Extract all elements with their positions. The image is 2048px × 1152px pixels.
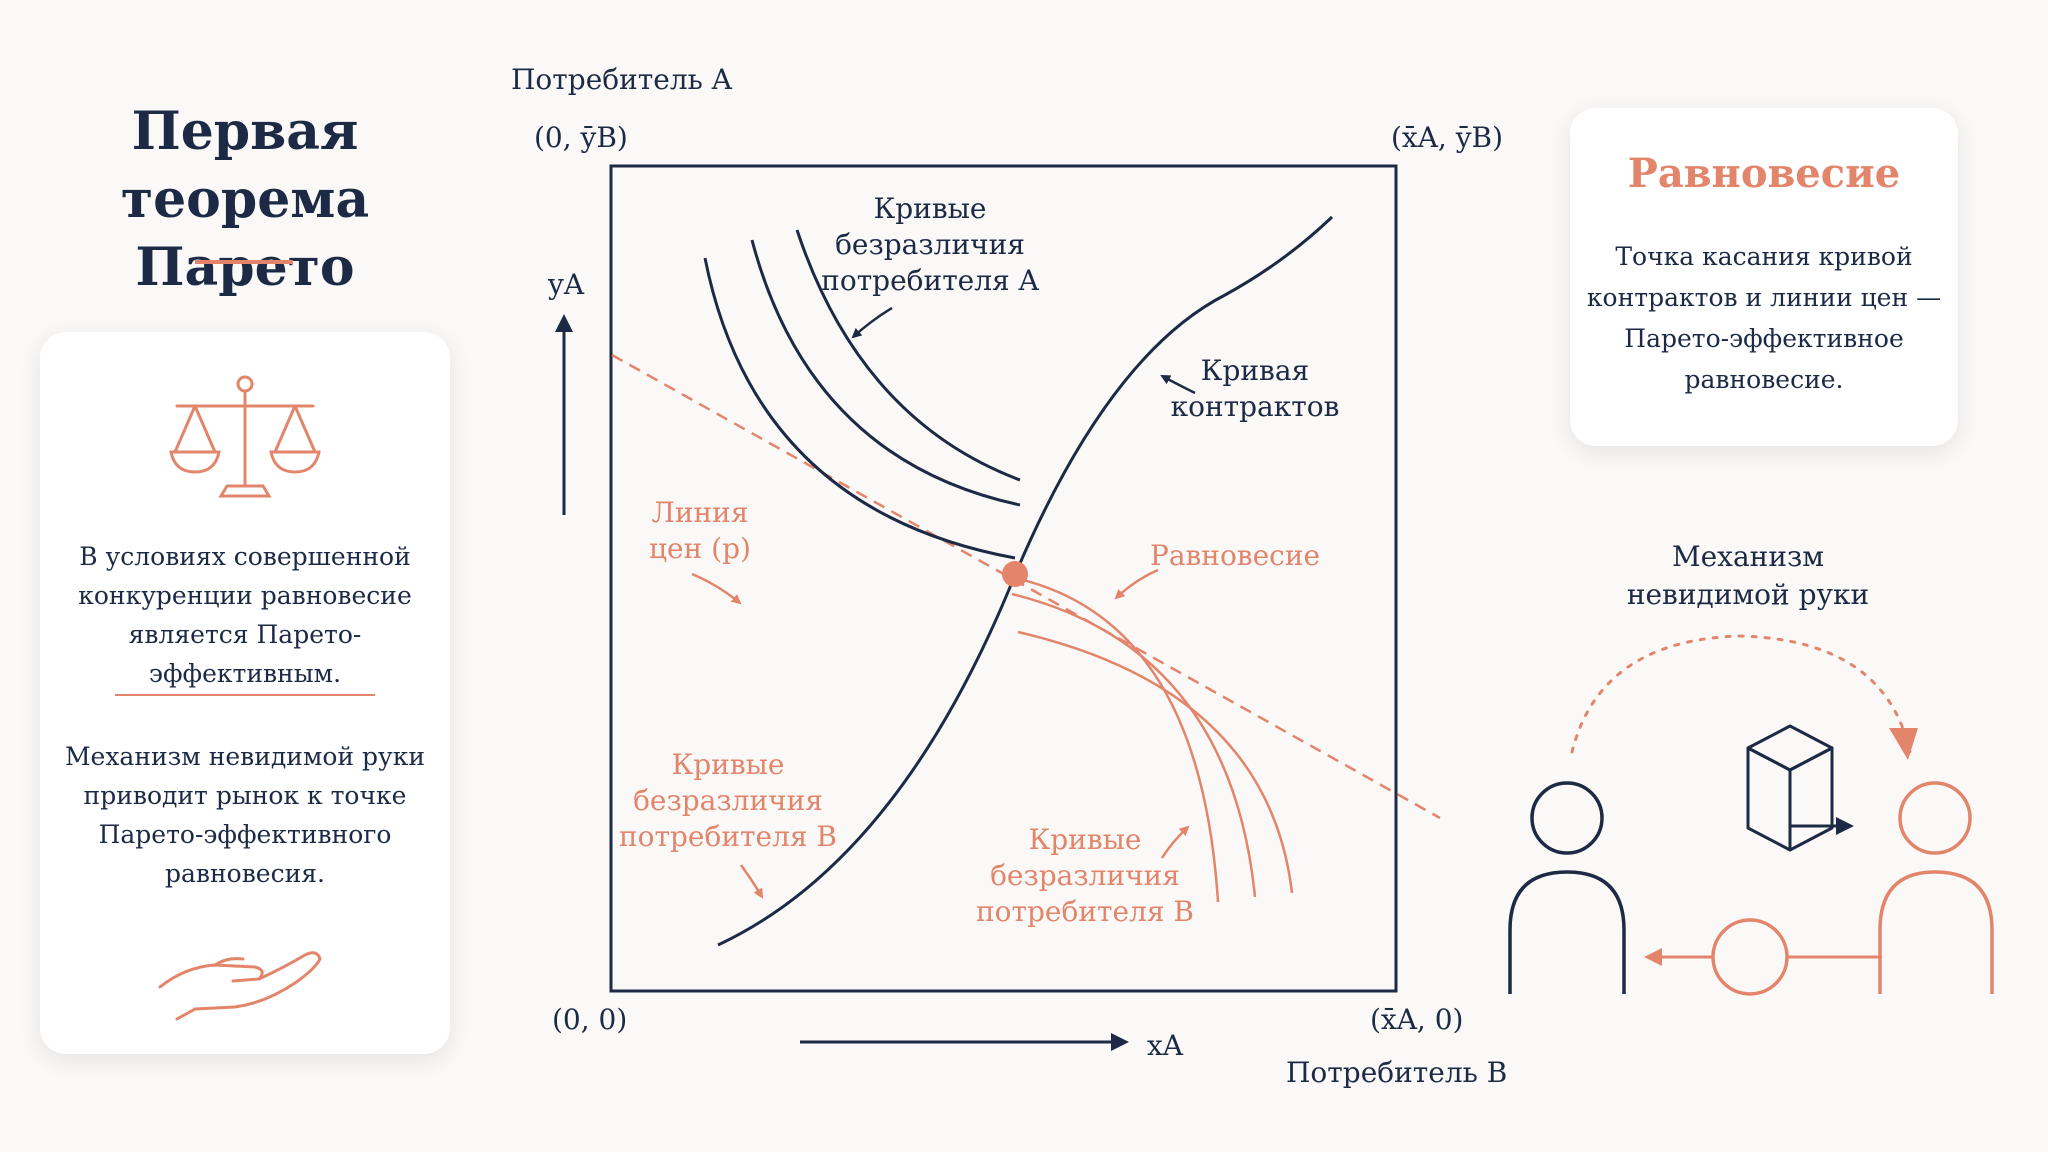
corner-top-right-label: (x̄A, ȳB) [1391, 121, 1504, 154]
invisible-hand-title-line-1: Механизм [1671, 540, 1825, 573]
consumer-b-label: Потребитель B [1286, 1056, 1508, 1089]
equilibrium-card-text-line-4: равновесие. [1684, 365, 1844, 394]
y-axis-label: yA [548, 268, 585, 301]
indiff-b-right-label-line-2: безразличия [990, 859, 1180, 892]
title-underline [195, 260, 293, 264]
summary-text-2: Механизм невидимой руки приводит рынок к… [40, 737, 450, 893]
contract-curve-label-line-2: контрактов [1170, 390, 1340, 423]
corner-bottom-left-label: (0, 0) [552, 1003, 628, 1036]
summary-text-2-line-3: Парето-эффективного [98, 820, 392, 849]
consumer-a-label: Потребитель A [511, 63, 732, 96]
indiff-b-left-label: Кривые безразличия потребителя B [618, 747, 838, 855]
summary-text-2-line-2: приводит рынок к точке [83, 781, 407, 810]
person-seller-icon [1878, 781, 1994, 994]
summary-divider [115, 694, 375, 696]
indiff-a-curve-3 [795, 229, 1021, 482]
price-line-label: Линия цен (p) [620, 495, 780, 567]
page-title: Первая теорема Парето [30, 98, 460, 302]
open-hand-icon [158, 951, 322, 1021]
person-buyer-icon [1508, 781, 1626, 994]
equilibrium-card-text: Точка касания кривой контрактов и линии … [1570, 236, 1958, 400]
invisible-hand-illustration [1508, 634, 1994, 996]
summary-text-1: В условиях совершенной конкуренции равно… [40, 537, 450, 693]
title-line-2: Парето [135, 237, 355, 298]
indiff-a-label-line-1: Кривые [873, 192, 987, 225]
coin-icon [1711, 918, 1789, 996]
price-line-label-line-2: цен (p) [649, 532, 751, 565]
equilibrium-arrow [1114, 568, 1159, 600]
dotted-arc-arrowhead [1889, 728, 1918, 760]
x-axis-label: xA [1147, 1029, 1184, 1062]
indifference-curves-a [703, 229, 1021, 560]
edgeworth-box-frame [609, 164, 1398, 993]
indiff-a-label-line-3: потребителя A [821, 264, 1039, 297]
indiff-a-arrow [851, 306, 893, 339]
indiff-a-label: Кривые безразличия потребителя A [800, 191, 1060, 299]
price-line [611, 353, 1441, 820]
equilibrium-card-title: Равновесие [1627, 150, 1901, 197]
contract-curve-label: Кривая контрактов [1160, 353, 1350, 425]
indiff-b-curve-2 [1011, 592, 1257, 898]
indiff-a-curve-1 [703, 257, 1016, 560]
summary-text-1-line-2: конкуренции равновесие [78, 581, 412, 610]
indiff-a-curve-2 [750, 239, 1021, 507]
equilibrium-card: Равновесие Точка касания кривой контракт… [1570, 108, 1958, 446]
price-line-arrow [691, 572, 742, 605]
summary-text-1-line-3: является Парето-эффективным. [128, 620, 362, 688]
summary-text-2-line-1: Механизм невидимой руки [64, 742, 426, 771]
invisible-hand-title-line-2: невидимой руки [1626, 578, 1870, 611]
contract-curve-arrow [1160, 374, 1196, 395]
indiff-b-left-arrow [739, 864, 764, 899]
indifference-curves-b [1011, 576, 1294, 903]
scales-icon [169, 375, 321, 498]
equilibrium-card-text-line-3: Парето-эффективное [1624, 324, 1904, 353]
summary-text-1-line-1: В условиях совершенной [79, 542, 411, 571]
indiff-b-right-arrow [1160, 825, 1190, 859]
corner-top-left-label: (0, ȳB) [534, 121, 628, 154]
dotted-arc [1570, 634, 1912, 754]
indiff-b-curve-3 [1017, 630, 1294, 894]
contract-curve-label-line-1: Кривая [1200, 354, 1310, 387]
indiff-b-right-label: Кривые безразличия потребителя B [975, 822, 1195, 930]
contract-curve [717, 215, 1334, 947]
summary-text-2-line-4: равновесия. [165, 859, 325, 888]
invisible-hand-title: Механизм невидимой руки [1578, 538, 1918, 614]
indiff-b-left-label-line-1: Кривые [671, 748, 785, 781]
indiff-a-label-line-2: безразличия [835, 228, 1025, 261]
indiff-b-right-label-line-3: потребителя B [975, 895, 1194, 928]
title-line-1: Первая теорема [120, 101, 370, 230]
corner-bottom-right-label: (x̄A, 0) [1370, 1003, 1464, 1036]
indiff-b-left-label-line-3: потребителя B [618, 820, 837, 853]
indiff-b-right-label-line-1: Кривые [1028, 823, 1142, 856]
equilibrium-card-text-line-2: контрактов и линии цен — [1586, 283, 1942, 312]
indiff-b-curve-1 [1014, 576, 1220, 903]
equilibrium-label: Равновесие [1150, 539, 1321, 572]
equilibrium-point [1002, 561, 1028, 587]
equilibrium-card-text-line-1: Точка касания кривой [1615, 242, 1913, 271]
box-icon [1746, 724, 1834, 852]
summary-card: В условиях совершенной конкуренции равно… [40, 332, 450, 1054]
indiff-b-left-label-line-2: безразличия [633, 784, 823, 817]
price-line-label-line-1: Линия [651, 496, 749, 529]
